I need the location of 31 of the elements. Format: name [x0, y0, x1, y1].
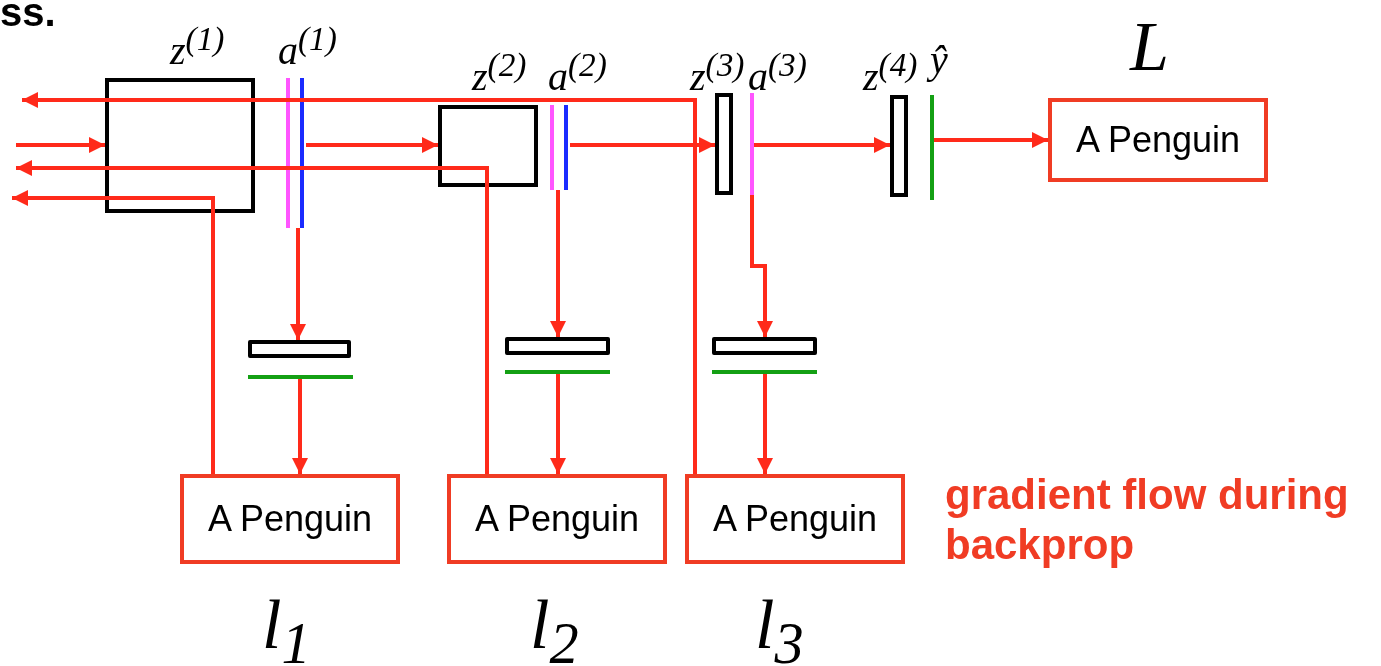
- arrow: [757, 374, 773, 474]
- variable-label: z$^{(2)}$: [472, 48, 527, 98]
- arrow: [306, 137, 438, 153]
- loss-box: A Penguin: [447, 474, 667, 564]
- gradient-line: [12, 190, 215, 474]
- arrow: [290, 228, 306, 340]
- loss-symbol: L: [1130, 12, 1169, 82]
- loss-box: A Penguin: [685, 474, 905, 564]
- gradient-line: [16, 160, 489, 474]
- arrow: [754, 137, 890, 153]
- arrow: [16, 137, 105, 153]
- loss-symbol: l$_{2}$: [530, 590, 579, 666]
- arrow: [934, 132, 1048, 148]
- variable-label: z$^{(4)}$: [863, 48, 918, 98]
- arrow: [550, 374, 566, 474]
- gradient-line: [22, 92, 697, 474]
- variable-label: z$^{(3)}$: [690, 48, 745, 98]
- variable-label: a$^{(1)}$: [278, 22, 337, 72]
- arrow: [570, 137, 715, 153]
- loss-symbol: l$_{1}$: [262, 590, 311, 666]
- note-text: gradient flow during backprop: [945, 470, 1350, 571]
- variable-label: z$^{(1)}$: [170, 22, 225, 72]
- heading-fragment: ss.: [0, 0, 56, 36]
- arrow: [550, 190, 566, 337]
- variable-label: a$^{(3)}$: [748, 48, 807, 98]
- loss-symbol: l$_{3}$: [755, 590, 804, 666]
- variable-label: a$^{(2)}$: [548, 48, 607, 98]
- loss-box: A Penguin: [180, 474, 400, 564]
- arrow: [750, 195, 773, 337]
- arrow: [292, 379, 308, 474]
- loss-box: A Penguin: [1048, 98, 1268, 182]
